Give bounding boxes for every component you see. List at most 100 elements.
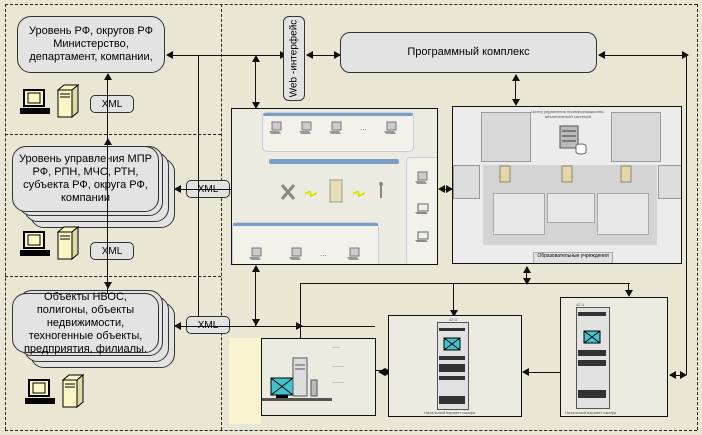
level-box-federal[interactable]: Уровень РФ, округов РФ Министерство, деп… <box>17 16 165 73</box>
arrow-down <box>512 99 520 106</box>
software-complex-box[interactable]: Программный комплекс <box>340 32 597 73</box>
level-box-objects[interactable]: Объекты НВОС, полигоны, объекты недвижим… <box>12 290 159 355</box>
arrow-up <box>512 74 520 81</box>
arrow-up <box>252 55 260 62</box>
arrow-right <box>680 371 687 379</box>
cc-group-right <box>611 112 661 162</box>
arrow-left <box>522 368 529 376</box>
arrow-right <box>296 322 303 330</box>
bus-vertical <box>198 55 199 317</box>
arrow-left <box>438 185 445 193</box>
level-box-regional[interactable]: Уровень управления МПР РФ, РПН, МЧС, РТН… <box>12 146 159 212</box>
lightning-icon <box>305 191 317 197</box>
workstation-icon <box>329 121 342 134</box>
connector-rack-a-right <box>524 372 560 373</box>
cc-footer-box[interactable]: Образовательные учреждения <box>533 252 613 263</box>
rack-42u-panel-a[interactable]: 42 U Начальный вариант шкафа <box>388 315 522 417</box>
workstation-icon <box>415 171 428 184</box>
server-tower-icon <box>57 226 79 260</box>
rack-unit <box>578 390 606 398</box>
connector-levels <box>107 76 108 294</box>
equipment-callout: —— <box>332 344 340 349</box>
xml-badge[interactable]: XML <box>186 316 230 334</box>
control-center-title: Центр управления геоинформационно-аналит… <box>531 109 605 119</box>
web-interface-box[interactable]: Web -интерфейс <box>283 16 305 101</box>
monitor-icon <box>270 377 294 398</box>
connector-rack-a-left <box>376 370 386 371</box>
xml-badge[interactable]: XML <box>90 242 134 260</box>
rack-caption: Начальный вариант шкафа <box>424 410 476 415</box>
server-icon <box>620 165 632 183</box>
rack-label: 42 U <box>449 317 458 322</box>
laptop-icon <box>415 231 429 242</box>
arrow-up <box>523 266 531 273</box>
network-bar <box>263 113 413 116</box>
arrow-left <box>598 51 605 59</box>
rack-unit <box>439 364 465 372</box>
workstation-icon <box>249 247 262 260</box>
arrow-down <box>104 282 112 289</box>
level-label: Объекты НВОС, полигоны, объекты недвижим… <box>23 290 148 355</box>
level-label: Уровень управления МПР РФ, РПН, МЧС, РТН… <box>19 153 152 204</box>
arrow-up <box>252 265 260 272</box>
workstation-equipment-panel[interactable]: —— ——— ——— <box>261 338 376 416</box>
xml-badge[interactable]: XML <box>90 95 134 113</box>
server-rack-icon <box>559 125 579 149</box>
arrow-left <box>174 322 181 330</box>
region-border-right <box>697 4 698 430</box>
workstation-icon <box>384 121 397 134</box>
control-center-panel[interactable]: Центр управления геоинформационно-аналит… <box>452 106 682 264</box>
arrow-down <box>252 319 260 326</box>
connector-pc1-down <box>300 283 301 343</box>
rack-unit <box>439 376 465 380</box>
cc-side-left <box>453 165 480 199</box>
level-label: Уровень РФ, округов РФ Министерство, деп… <box>29 25 153 63</box>
region-border-top <box>5 4 697 5</box>
rack-42u-panel-b[interactable]: 42 U Начальный вариант шкафа <box>560 297 668 417</box>
arrow-down <box>450 310 458 317</box>
arrow-right <box>446 185 453 193</box>
network-bar <box>233 223 378 226</box>
equipment-callout: ——— <box>332 379 344 384</box>
network-backbone <box>269 159 399 164</box>
server-tower-icon <box>62 374 84 408</box>
rack-unit <box>439 396 465 404</box>
computer-icon <box>20 89 50 114</box>
arrow-up <box>104 138 112 145</box>
access-point-icon <box>379 182 383 198</box>
connector-xml2 <box>175 189 258 190</box>
connector-web-pc <box>307 55 340 56</box>
arrow-down <box>252 102 260 109</box>
web-interface-label: Web -интерфейс <box>288 19 300 98</box>
rack-unit <box>578 350 606 356</box>
arrow-left <box>378 368 385 376</box>
ellipsis: ... <box>360 123 367 132</box>
connector-bottom-bus <box>300 283 630 284</box>
rack-unit <box>439 356 465 360</box>
cc-footer-label: Образовательные учреждения <box>537 253 609 259</box>
region-divider-2 <box>5 276 221 277</box>
highlight-area <box>229 338 261 424</box>
database-icon <box>575 143 587 155</box>
monitor-icon <box>583 330 601 344</box>
region-border-bottom <box>5 430 697 431</box>
lightning-icon <box>353 191 365 197</box>
workstation-icon <box>269 121 282 134</box>
arrow-down <box>625 290 633 297</box>
connector-pc-right <box>599 55 685 56</box>
rack-unit <box>578 312 606 316</box>
ups-icon <box>310 379 318 397</box>
computer-icon <box>25 379 55 404</box>
region-divider-1 <box>5 134 221 135</box>
cc-subblock <box>547 193 595 223</box>
router-icon <box>280 184 296 200</box>
connector-xml3 <box>175 326 375 327</box>
rack-unit <box>578 360 606 366</box>
network-diagram-panel[interactable]: ... ... <box>231 108 438 265</box>
arrow-right <box>682 51 689 59</box>
workstation-icon <box>289 247 302 260</box>
connector-pc-down <box>515 75 516 104</box>
connector-rack1-down <box>453 283 454 315</box>
connector-rack2-down <box>628 283 629 293</box>
rack-label: 42 U <box>576 302 585 307</box>
